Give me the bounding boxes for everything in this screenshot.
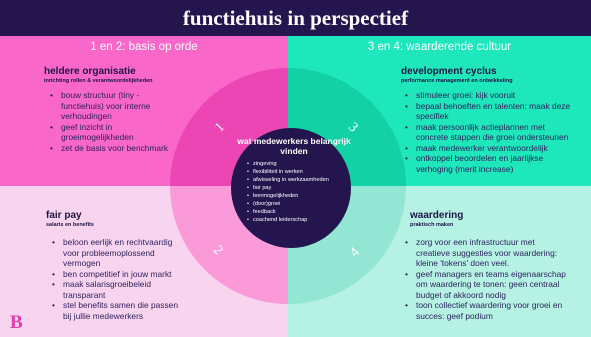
bullet-line: maak persoonlijk actieplannen met bbox=[405, 122, 570, 133]
bullet-line: specifiek bbox=[416, 111, 449, 121]
brand-logo: B bbox=[10, 312, 23, 333]
center-list-item: zingeving bbox=[247, 160, 355, 168]
center-list-item: leermogelijkheden bbox=[247, 192, 355, 200]
bullet-line: stimuleer groei: kijk vooruit bbox=[405, 90, 570, 101]
bullet-line: om waardering te tonen: geen centraal bbox=[416, 279, 560, 289]
bullet-line: geef inzicht in bbox=[50, 122, 168, 133]
center-list-item: coachend leiderschap bbox=[247, 216, 355, 224]
bullet-line: maak salarisgroeibeleid bbox=[52, 279, 178, 290]
bullet-line: concrete stappen die groei ondersteunen bbox=[416, 132, 569, 142]
bullet-line: vermogen bbox=[63, 258, 101, 268]
bullet-line: verhoging (merit increase) bbox=[416, 163, 514, 174]
bullet-line: bouw structuur (tiny - bbox=[50, 90, 168, 101]
bullet-line: groeimogelijkheden bbox=[61, 132, 134, 142]
center-list-item: (door)groei bbox=[247, 200, 355, 208]
bullet-line: toon collectief waardering voor groei en bbox=[405, 300, 566, 311]
center-heading: wat medewerkers belangrijk vinden bbox=[237, 136, 351, 156]
bullet-line: verhoudingen bbox=[61, 111, 112, 121]
center-list-item: fair pay bbox=[247, 184, 355, 192]
section-title-development-cyclus: development cyclus bbox=[401, 66, 497, 77]
section-title-fair-pay: fair pay bbox=[46, 210, 82, 221]
section-list-heldere-organisatie: bouw structuur (tiny -functiehuis) voor … bbox=[50, 90, 168, 153]
center-list-item: afwisseling in werkzaamheden bbox=[247, 176, 355, 184]
bullet-line: functiehuis) voor interne bbox=[61, 100, 151, 111]
bullet-line: zorg voor een infrastructuur met bbox=[405, 237, 566, 248]
bullet-line: geef managers en teams eigenaarschap bbox=[405, 269, 566, 280]
bullet-line: beloon eerlijk en rechtvaardig bbox=[52, 237, 178, 248]
band-left-label: 1 en 2: basis op orde bbox=[90, 41, 198, 53]
bullet-line: maak medewerker verantwoordelijk bbox=[405, 143, 570, 154]
bullet-line: budget of akkoord nodig bbox=[416, 289, 506, 300]
center-list-item: flexibiliteit in werken bbox=[247, 168, 355, 176]
section-subtitle-waardering: praktisch maken bbox=[410, 222, 454, 228]
section-list-development-cyclus: stimuleer groei: kijk vooruitbepaal beho… bbox=[405, 90, 570, 174]
center-panel: wat medewerkers belangrijk vinden zingev… bbox=[233, 136, 355, 246]
section-list-waardering: zorg voor een infrastructuur metcreatiev… bbox=[405, 237, 566, 321]
section-subtitle-heldere-organisatie: inrichting rollen & verantwoordelijkhede… bbox=[44, 78, 153, 84]
page-title: functiehuis in perspectief bbox=[182, 5, 409, 30]
bullet-line: stel benefits samen die passen bbox=[52, 300, 178, 311]
bullet-line: bij jullie medewerkers bbox=[63, 310, 144, 321]
section-title-heldere-organisatie: heldere organisatie bbox=[44, 66, 136, 77]
bullet-line: transparant bbox=[63, 289, 106, 300]
bullet-line: bepaal behoeften en talenten: maak deze bbox=[405, 101, 570, 112]
bullet-line: ben competitief in jouw markt bbox=[52, 269, 178, 280]
bullet-line: voor probleemoplossend bbox=[63, 247, 155, 258]
bullet-line: zet de basis voor benchmark bbox=[50, 143, 168, 154]
bullet-line: ontkoppel beoordelen en jaarlijkse bbox=[405, 153, 570, 164]
title-bar: functiehuis in perspectief bbox=[0, 0, 591, 36]
section-title-waardering: waardering bbox=[410, 210, 464, 221]
bullet-line: succes: geef podium bbox=[416, 310, 493, 321]
section-subtitle-fair-pay: salaris en benefits bbox=[46, 222, 94, 228]
center-list-item: feedback bbox=[247, 208, 355, 216]
bullet-line: creatieve suggesties voor waardering: bbox=[416, 247, 558, 258]
section-subtitle-development-cyclus: performance management en ontwikkeling bbox=[401, 78, 513, 84]
bullet-line: kleine 'tokens' doen veel. bbox=[416, 258, 510, 268]
band-right-label: 3 en 4: waarderende cultuur bbox=[367, 41, 512, 53]
center-list: zingeving flexibiliteit in werken afwiss… bbox=[247, 160, 355, 224]
